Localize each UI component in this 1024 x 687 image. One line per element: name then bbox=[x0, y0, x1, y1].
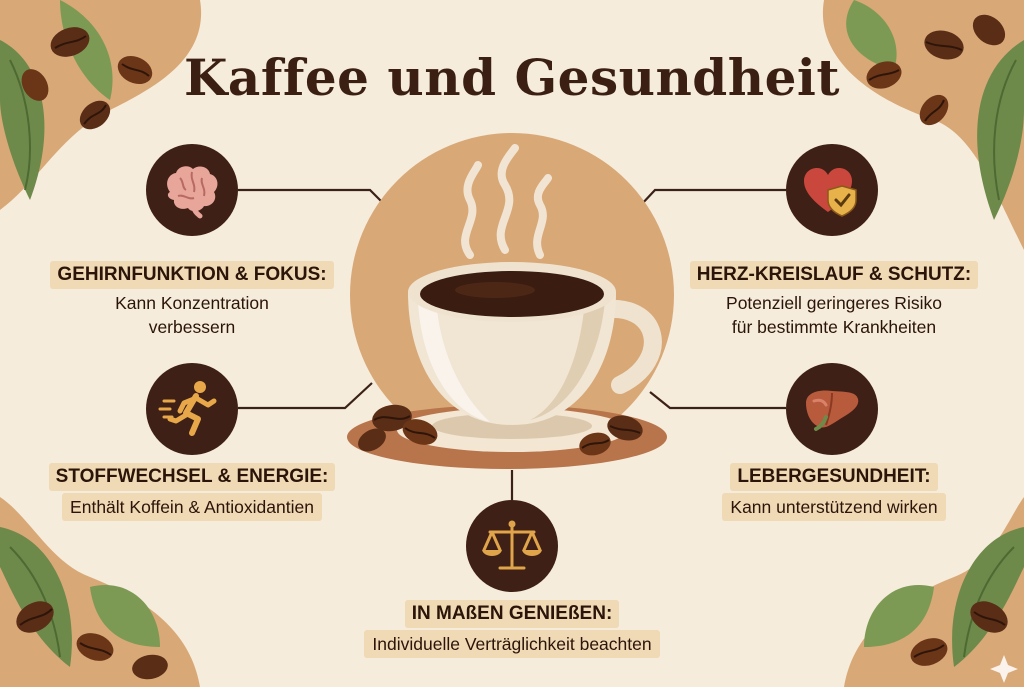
benefit-description-line1: Kann unterstützend wirken bbox=[722, 493, 946, 521]
connector-energy bbox=[238, 382, 373, 410]
benefit-moderation: IN MAßEN GENIEßEN: Individuelle Verträgl… bbox=[312, 600, 712, 658]
benefit-heading: HERZ-KREISLAUF & SCHUTZ: bbox=[689, 261, 979, 289]
page-title: Kaffee und Gesundheit bbox=[183, 48, 841, 107]
benefit-brain: GEHIRNFUNKTION & FOKUS: Kann Konzentrati… bbox=[22, 261, 362, 339]
corner-decoration-top-left bbox=[0, 0, 202, 210]
benefit-energy: STOFFWECHSEL & ENERGIE: Enthält Koffein … bbox=[22, 463, 362, 521]
corner-decoration-top-right bbox=[822, 0, 1024, 250]
benefit-heading: IN MAßEN GENIEßEN: bbox=[404, 600, 620, 628]
connector-liver bbox=[649, 391, 786, 410]
benefit-description-line2: verbessern bbox=[148, 317, 236, 337]
brain-icon bbox=[146, 144, 238, 236]
benefit-description-line1: Enthält Koffein & Antioxidantien bbox=[62, 493, 322, 521]
benefit-heart: HERZ-KREISLAUF & SCHUTZ: Potenziell geri… bbox=[664, 261, 1004, 339]
benefit-heading: STOFFWECHSEL & ENERGIE: bbox=[48, 463, 336, 491]
benefit-liver: LEBERGESUNDHEIT: Kann unterstützend wirk… bbox=[664, 463, 1004, 521]
scales-icon bbox=[466, 500, 558, 592]
sparkle-icon bbox=[990, 655, 1018, 683]
benefit-heading: GEHIRNFUNKTION & FOKUS: bbox=[50, 261, 334, 289]
heart-shield-icon bbox=[786, 144, 878, 236]
benefit-description-line1: Potenziell geringeres Risiko bbox=[726, 293, 942, 313]
benefit-description-line1: Individuelle Verträglichkeit beachten bbox=[364, 630, 660, 658]
coffee-bean-icon bbox=[50, 27, 90, 57]
benefit-description-line1: Kann Konzentration bbox=[115, 293, 269, 313]
benefit-heading: LEBERGESUNDHEIT: bbox=[730, 463, 938, 491]
liver-icon bbox=[786, 363, 878, 455]
corner-decoration-bottom-right bbox=[844, 497, 1024, 687]
running-person-icon bbox=[146, 363, 238, 455]
benefit-description-line2: für bestimmte Krankheiten bbox=[731, 317, 937, 337]
corner-decoration-bottom-left bbox=[0, 497, 200, 687]
